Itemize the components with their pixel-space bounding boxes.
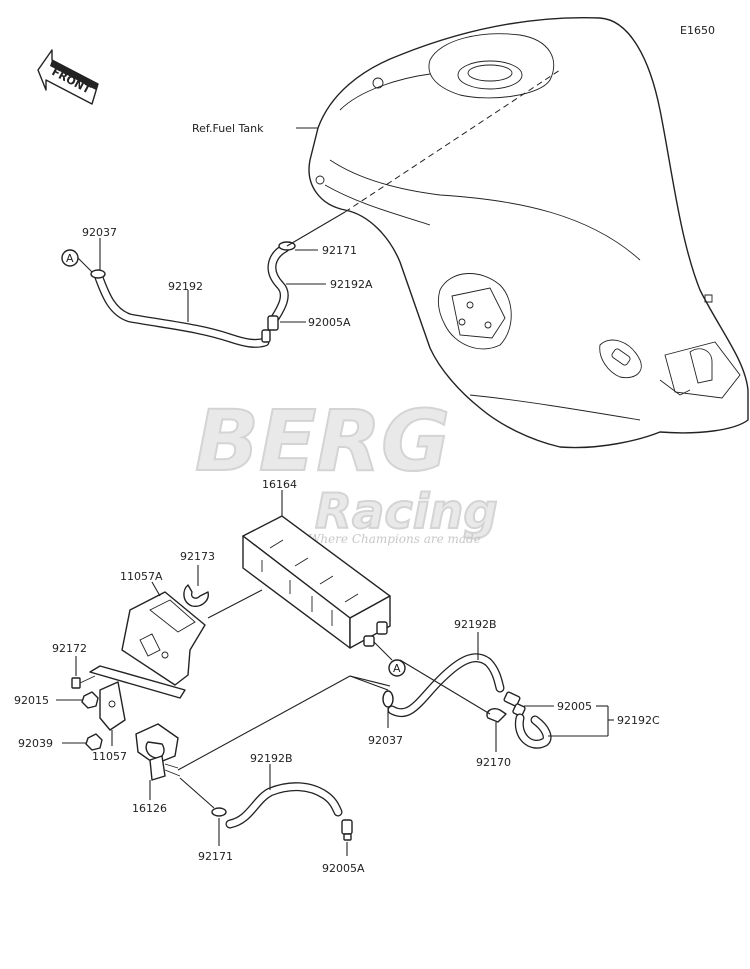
label-92192B-right: 92192B — [454, 618, 497, 631]
bolt-92172 — [71, 675, 96, 689]
label-16164: 16164 — [262, 478, 297, 491]
clamp-92037-mid — [382, 690, 394, 708]
hose-92192 — [93, 270, 270, 348]
label-92039: 92039 — [18, 737, 53, 750]
clamp-92173 — [183, 584, 209, 607]
bracket-11057A — [121, 591, 206, 686]
label-92037-mid: 92037 — [368, 734, 403, 747]
connector-mark-mid-label: A — [393, 662, 401, 675]
label-92173: 92173 — [180, 550, 215, 563]
label-92037-top: 92037 — [82, 226, 117, 239]
watermark-tagline: Where Champions are made — [308, 532, 481, 546]
label-92192C: 92192C — [617, 714, 660, 727]
canister-16164 — [242, 515, 391, 649]
fitting-92005A-bottom — [341, 819, 353, 841]
label-92005: 92005 — [557, 700, 592, 713]
watermark-brand-top: BERG — [195, 392, 450, 490]
watermark: BERG Racing Where Champions are made — [194, 391, 499, 546]
label-92172: 92172 — [52, 642, 87, 655]
ref-fuel-tank-label: Ref.Fuel Tank — [192, 122, 264, 135]
hose-92192B-right — [387, 653, 505, 718]
label-92171-top: 92171 — [322, 244, 357, 257]
diagram-code: E1650 — [680, 24, 715, 37]
label-16126: 16126 — [132, 802, 167, 815]
hose-92192C — [514, 713, 552, 749]
label-92171-bottom: 92171 — [198, 850, 233, 863]
label-11057A: 11057A — [120, 570, 163, 583]
fitting-92005A-top — [261, 315, 279, 343]
connector-mark-top-label: A — [66, 252, 74, 265]
fitting-92005 — [503, 691, 526, 717]
fuel-tank — [308, 16, 749, 449]
nut-92015 — [81, 691, 99, 709]
clamp-92171-bottom — [211, 807, 227, 817]
valve-16126 — [135, 723, 181, 781]
label-92192B-bottom: 92192B — [250, 752, 293, 765]
label-92015: 92015 — [14, 694, 49, 707]
label-92005A-bottom: 92005A — [322, 862, 365, 875]
label-92170: 92170 — [476, 756, 511, 769]
front-arrow-icon: FRONT — [37, 49, 99, 105]
watermark-brand-bottom: Racing — [315, 484, 498, 540]
connector-mark-mid — [388, 659, 406, 677]
hose-92192A — [267, 243, 290, 323]
label-11057: 11057 — [92, 750, 127, 763]
bracket-11057 — [89, 665, 186, 731]
label-92192A: 92192A — [330, 278, 373, 291]
clamp-92170 — [486, 708, 507, 723]
label-92192: 92192 — [168, 280, 203, 293]
label-92005A-top: 92005A — [308, 316, 351, 329]
hose-92192B-bottom — [225, 782, 343, 829]
bolt-92039 — [85, 733, 103, 751]
clamp-92037-top — [90, 269, 106, 279]
